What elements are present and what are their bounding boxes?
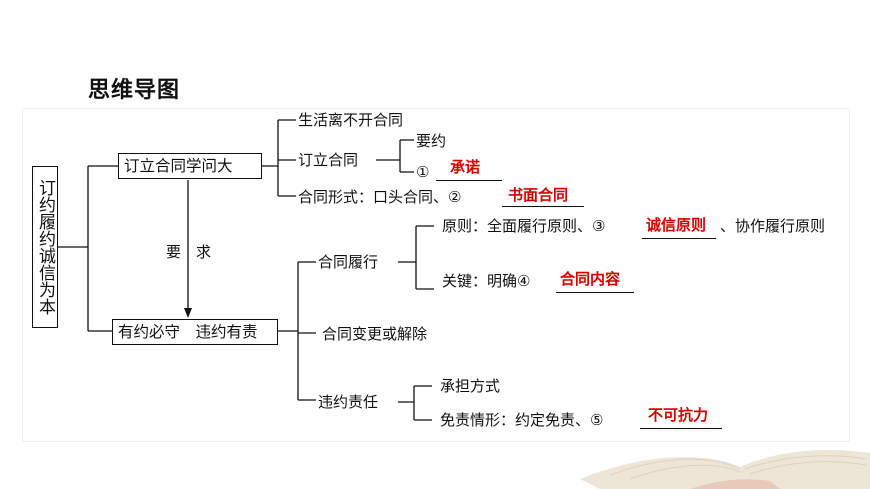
node-liability: 违约责任 bbox=[318, 393, 379, 411]
answer-force-majeure: 不可抗力 bbox=[648, 406, 709, 424]
answer-acceptance: 承诺 bbox=[450, 158, 481, 176]
answer-blank-3 bbox=[642, 238, 716, 239]
answer-blank-2 bbox=[502, 206, 584, 207]
answer-blank-5 bbox=[640, 428, 722, 429]
node-bear-method: 承担方式 bbox=[440, 377, 501, 395]
node-principle: 原则：全面履行原则、③ bbox=[442, 217, 606, 235]
node-contract-form: 合同形式：口头合同、② bbox=[298, 188, 462, 206]
node-change-termination: 合同变更或解除 bbox=[322, 325, 428, 343]
node-acceptance-number: ① bbox=[416, 163, 430, 181]
answer-blank-1 bbox=[436, 180, 502, 181]
answer-blank-4 bbox=[556, 292, 634, 293]
node-life-contract: 生活离不开合同 bbox=[298, 111, 404, 129]
answer-contract-content: 合同内容 bbox=[560, 270, 621, 288]
node-key: 关键：明确④ bbox=[442, 272, 531, 290]
node-offer: 要约 bbox=[416, 132, 447, 150]
branch-keep-promise-box bbox=[112, 319, 278, 345]
page-title: 思维导图 bbox=[88, 78, 181, 103]
answer-written-contract: 书面合同 bbox=[508, 186, 569, 204]
node-performance: 合同履行 bbox=[318, 253, 379, 271]
branch-ordering-box bbox=[118, 153, 262, 179]
root-topic: 订约履约诚信为本 bbox=[32, 166, 58, 328]
node-principle-suffix: 、协作履行原则 bbox=[720, 217, 826, 235]
branch-ordering-label: 订立合同学问大 bbox=[124, 157, 233, 175]
branch-keep-promise-label: 有约必守 违约有责 bbox=[118, 323, 258, 341]
node-exemption: 免责情形：约定免责、⑤ bbox=[440, 411, 604, 429]
link-requirement-label: 要 求 bbox=[166, 243, 212, 261]
node-sign-contract: 订立合同 bbox=[298, 151, 359, 169]
open-book-decoration bbox=[580, 449, 870, 489]
answer-good-faith: 诚信原则 bbox=[646, 216, 707, 234]
